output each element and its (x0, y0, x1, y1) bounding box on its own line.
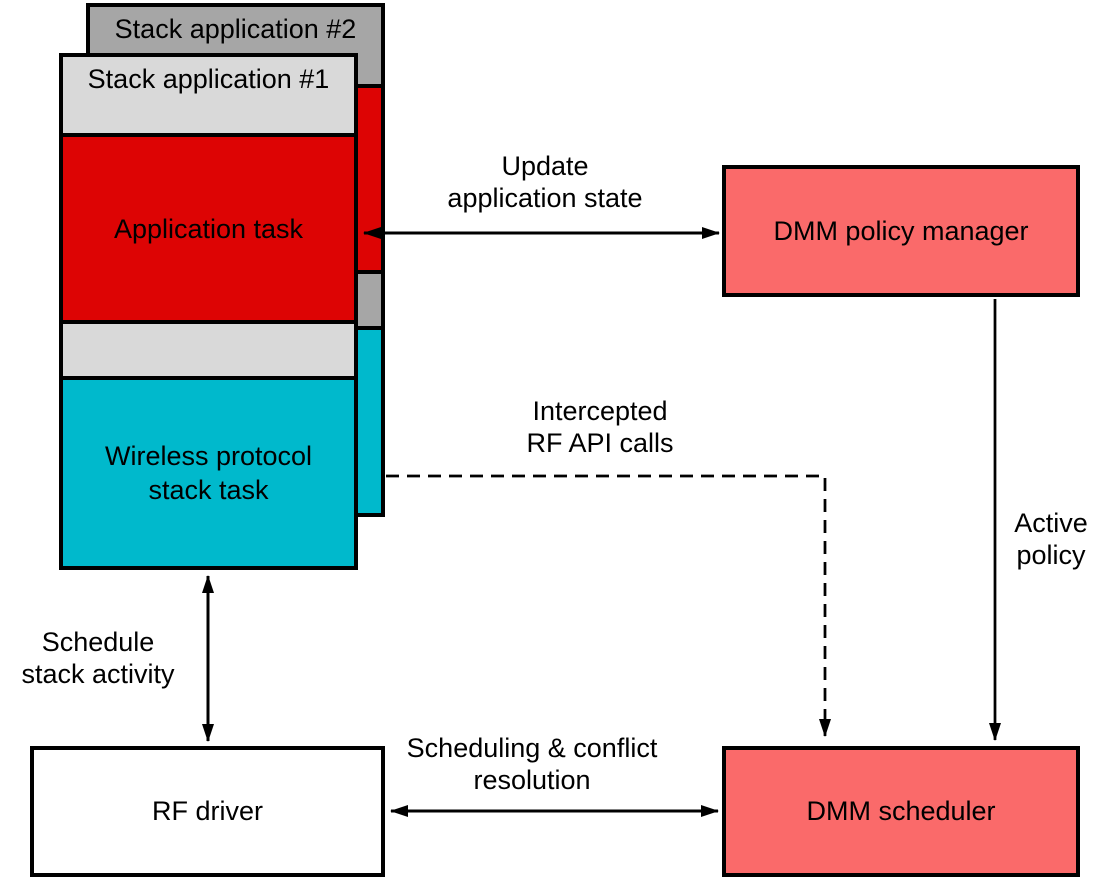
scheduling-conflict-resolution-label: Scheduling & conflict resolution (406, 733, 658, 795)
application-task-block: Application task (59, 133, 358, 324)
schedule-stack-activity-label: Schedule stack activity (21, 627, 175, 689)
update-application-state-label: Update application state (447, 151, 643, 213)
intercepted-rf-api-calls-arrow (386, 474, 831, 737)
dmm-policy-manager-label: DMM policy manager (773, 215, 1029, 246)
rf-driver-label: RF driver (151, 796, 263, 826)
stack-application-1-card: Stack application #1 Application task Wi… (59, 53, 358, 570)
dmm-scheduler-box: DMM scheduler (722, 746, 1080, 877)
dmm-scheduler-label: DMM scheduler (806, 796, 996, 826)
wireless-protocol-stack-task-label: Wireless protocol stack task (104, 441, 313, 505)
intercepted-rf-api-calls-label: Intercepted RF API calls (526, 396, 674, 458)
active-policy-label: Active policy (1014, 508, 1088, 570)
stack-application-2-title: Stack application #2 (114, 14, 357, 44)
stack-application-1-title: Stack application #1 (87, 64, 330, 94)
application-task-label: Application task (113, 213, 304, 244)
dmm-policy-manager-box: DMM policy manager (722, 165, 1080, 297)
wireless-protocol-stack-task-block: Wireless protocol stack task (59, 376, 358, 570)
rf-driver-box: RF driver (30, 746, 385, 877)
